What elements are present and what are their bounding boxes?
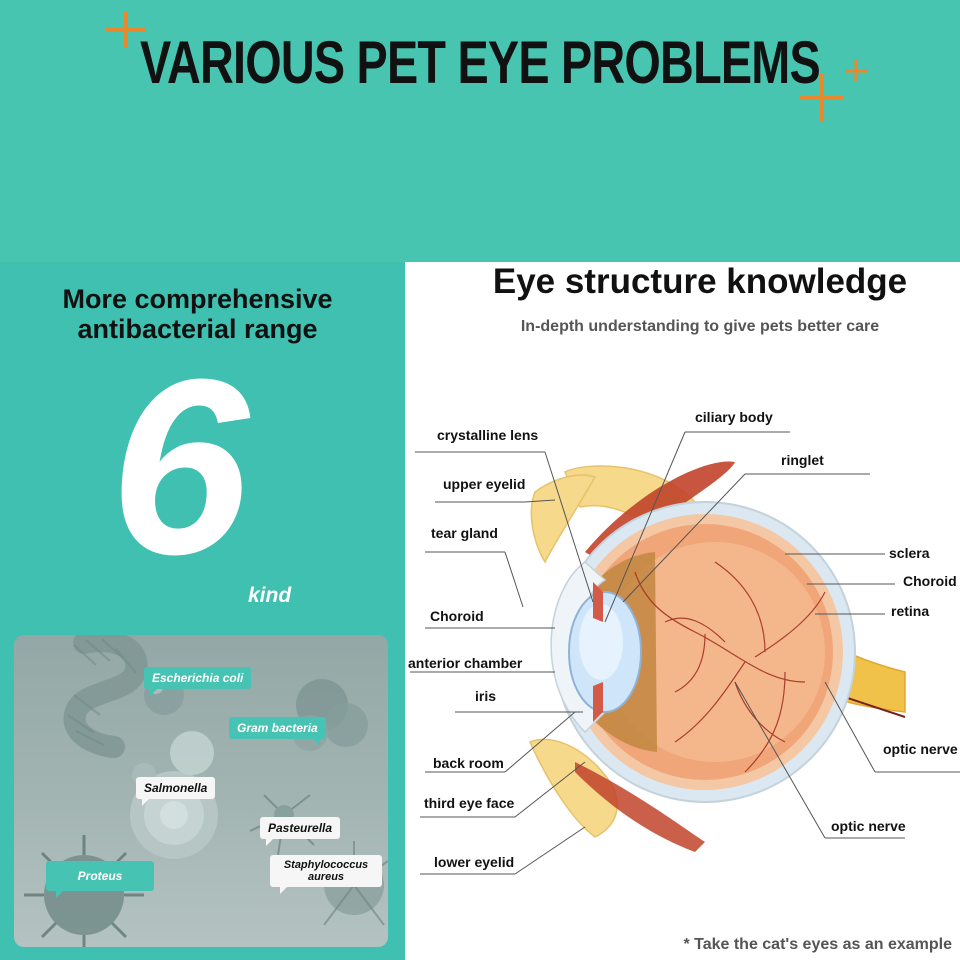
bacteria-label-staphylococcus-aureus: Staphylococcus aureus <box>270 855 382 894</box>
bacteria-name: Staphylococcus aureus <box>283 859 369 883</box>
label-optic-nerve-upper: optic nerve <box>883 741 958 757</box>
sparkle-icon <box>800 74 844 122</box>
bacteria-label-proteus: Proteus <box>46 861 154 898</box>
label-iris: iris <box>475 688 497 704</box>
bacteria-label-gram-bacteria: Gram bacteria <box>229 717 326 746</box>
label-back-room: back room <box>433 755 504 771</box>
top-banner: VARIOUS PET EYE PROBLEMS <box>0 0 960 262</box>
label-optic-nerve-lower: optic nerve <box>831 818 906 834</box>
bacteria-label-salmonella: Salmonella <box>136 777 216 806</box>
heading-line-1: More comprehensive <box>62 284 333 314</box>
label-retina: retina <box>891 603 930 619</box>
eye-structure-panel: Eye structure knowledge In-depth underst… <box>405 262 960 960</box>
bacteria-label-escherichia-coli: Escherichia coli <box>144 667 252 696</box>
eye-structure-heading: Eye structure knowledge <box>492 262 908 301</box>
label-third-eye-face: third eye face <box>424 795 515 811</box>
bacteria-name: Pasteurella <box>268 821 333 835</box>
label-choroid-left: Choroid <box>430 608 484 624</box>
label-lower-eyelid: lower eyelid <box>434 854 515 870</box>
label-sclera: sclera <box>889 545 930 561</box>
sparkle-icon <box>845 60 867 82</box>
antibacterial-heading: More comprehensive antibacterial range <box>0 284 395 344</box>
label-crystalline-lens: crystalline lens <box>437 427 539 443</box>
bacteria-name: Salmonella <box>144 781 208 795</box>
bacteria-name: Proteus <box>77 869 123 883</box>
label-ciliary-body: ciliary body <box>695 409 773 425</box>
label-anterior-chamber: anterior chamber <box>408 655 523 671</box>
bacteria-illustration: Escherichia coli Gram bacteria Salmonell… <box>14 635 388 947</box>
page-title: VARIOUS PET EYE PROBLEMS <box>140 29 821 96</box>
bacteria-label-pasteurella: Pasteurella <box>260 817 341 846</box>
eye-structure-subheading: In-depth understanding to give pets bett… <box>520 318 880 335</box>
antibacterial-panel: More comprehensive antibacterial range 6… <box>0 262 405 960</box>
label-upper-eyelid: upper eyelid <box>443 476 526 492</box>
label-tear-gland: tear gland <box>431 525 498 541</box>
count-unit: kind <box>248 584 292 607</box>
bacteria-count: 6 <box>110 327 250 606</box>
footnote: * Take the cat's eyes as an example <box>683 936 952 953</box>
bacteria-name: Gram bacteria <box>237 721 318 735</box>
bacteria-name: Escherichia coli <box>152 671 244 685</box>
heading-line-2: antibacterial range <box>77 314 318 344</box>
label-choroid-right: Choroid <box>903 573 957 589</box>
eye-diagram <box>410 431 960 875</box>
sparkle-icon <box>106 12 146 48</box>
label-ringlet: ringlet <box>781 452 824 468</box>
